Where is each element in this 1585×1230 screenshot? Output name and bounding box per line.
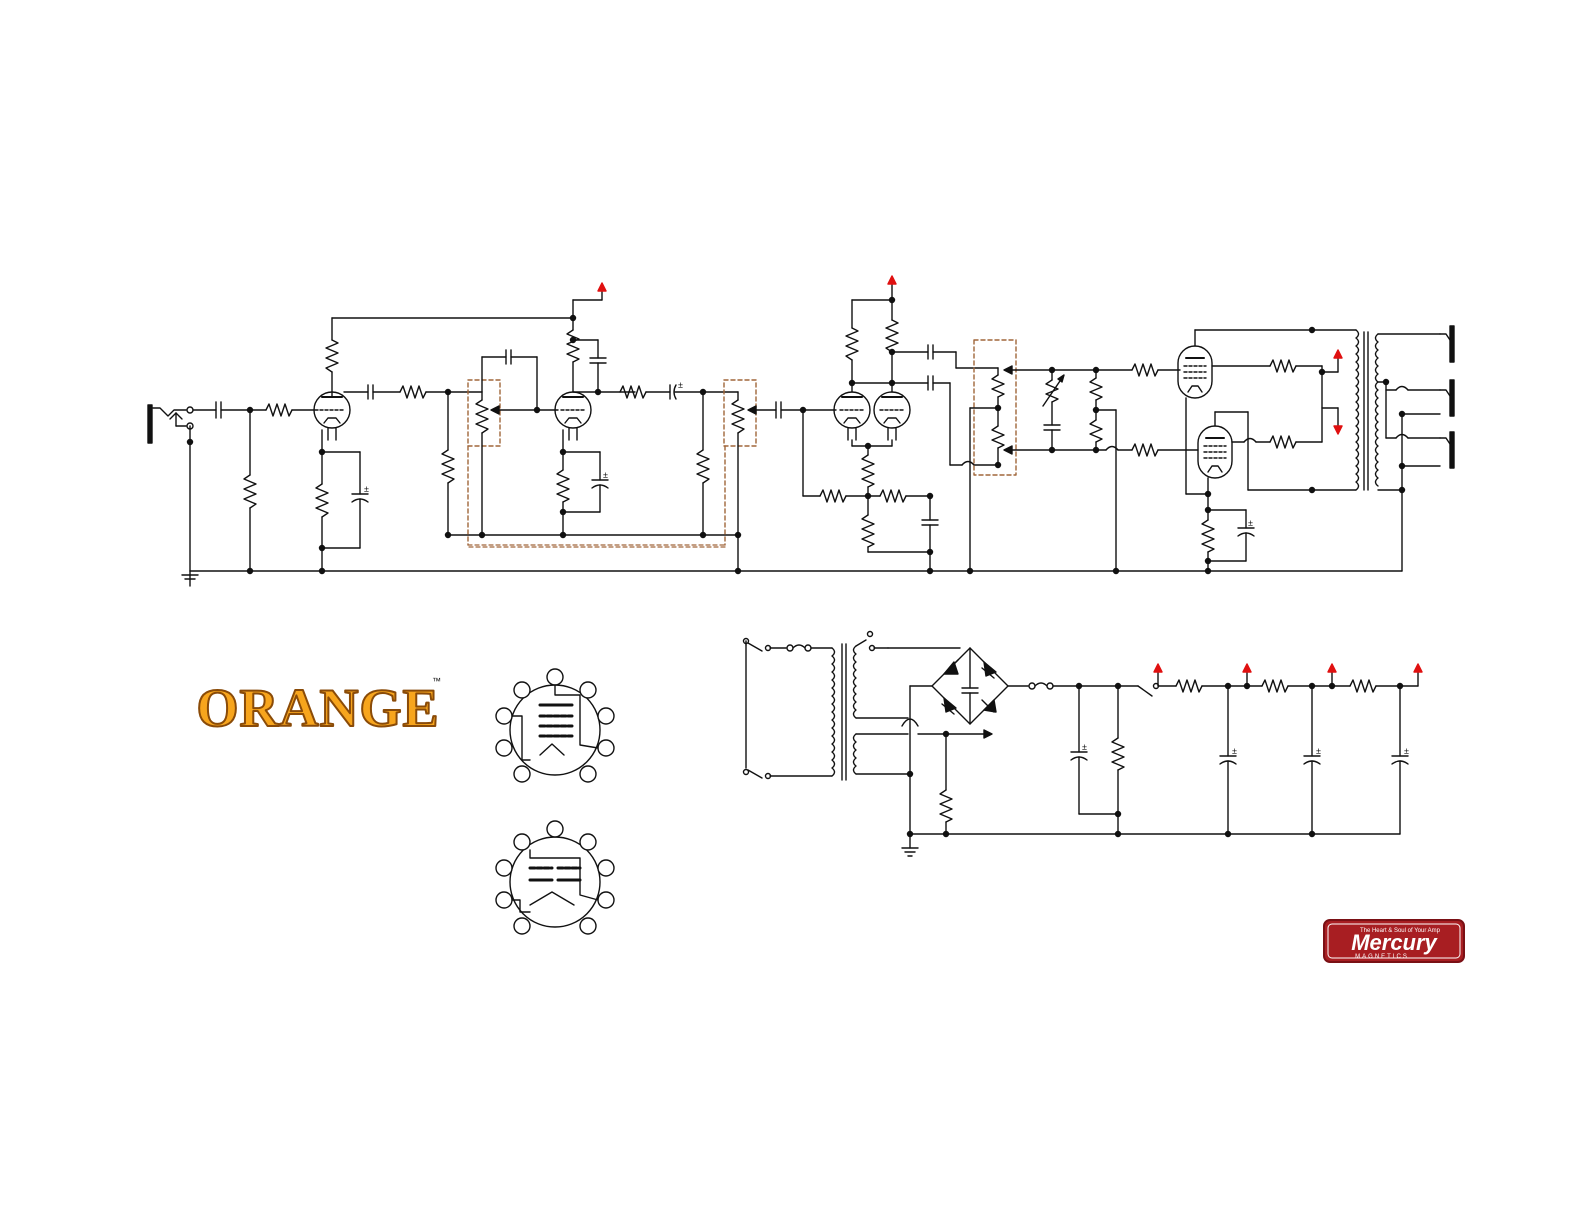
pi-output-capacitors — [852, 345, 998, 465]
diode-icon — [932, 648, 1028, 724]
transformer-icon — [1356, 330, 1440, 493]
orange-logo: ORANGE ™ — [196, 676, 441, 738]
variable-resistor-and-cap — [1043, 368, 1064, 453]
filter-chain — [1176, 664, 1422, 692]
mixer-resistor — [442, 392, 454, 538]
pi-plate-resistors — [846, 276, 898, 392]
svg-text:±: ± — [1232, 746, 1237, 756]
cathode-bypass-capacitor: ± — [563, 452, 608, 512]
input-coupling-capacitor — [193, 402, 250, 418]
svg-text:±: ± — [678, 380, 683, 390]
series-resistor: ± — [620, 380, 738, 399]
plate-resistor — [567, 283, 635, 395]
ground-bus-wire — [190, 490, 1402, 571]
pentode-tube-icon — [1198, 412, 1248, 490]
svg-text:±: ± — [1082, 742, 1087, 752]
fuse-icon — [1029, 683, 1138, 689]
cathode-resistor — [557, 430, 600, 538]
bright-capacitor — [590, 340, 606, 392]
svg-text:±: ± — [603, 470, 608, 480]
triode-tube-icon — [555, 392, 591, 440]
trademark-mark: ™ — [432, 676, 441, 686]
orange-logo-text: ORANGE — [196, 678, 439, 738]
tube-pinout-icon — [496, 821, 614, 934]
bias-feed-resistors — [1090, 364, 1198, 574]
pi-tail-network — [803, 410, 938, 574]
potentiometer-icon — [468, 350, 558, 538]
tube-pinout-icon — [496, 669, 614, 782]
input-jack-icon — [148, 405, 193, 571]
plate-resistor — [326, 316, 576, 393]
reservoir-capacitor-and-bleeder: ± — [1071, 686, 1124, 837]
ground-icon — [902, 834, 918, 856]
grid-leak-resistor — [244, 408, 256, 574]
triode-tube-icon — [314, 392, 350, 440]
tone-local-ground — [448, 446, 741, 574]
mercury-logo-text: Mercury — [1351, 930, 1438, 955]
speaker-jack-icon — [1440, 326, 1454, 468]
svg-text:±: ± — [364, 484, 369, 494]
magnetics-text: MAGNETICS — [1355, 954, 1409, 960]
grid-stopper-resistor — [250, 404, 318, 416]
triode-tube-icon — [874, 392, 910, 440]
mercury-magnetics-logo: The Heart & Soul of Your Amp Mercury MAG… — [1324, 920, 1464, 962]
potentiometer-icon — [724, 380, 836, 535]
switch-icon — [1138, 664, 1176, 696]
ground-icon — [182, 571, 198, 586]
coupling-capacitor — [344, 385, 482, 399]
svg-text:±: ± — [1316, 746, 1321, 756]
mains-switch-and-fuse — [744, 639, 833, 779]
cathode-bypass-capacitor: ± — [322, 452, 369, 548]
triode-tube-icon — [834, 392, 870, 440]
pentode-tube-icon — [1178, 330, 1212, 398]
transformer-icon — [832, 632, 992, 837]
potentiometer-icon — [968, 340, 1097, 574]
load-resistor — [697, 392, 709, 538]
svg-text:±: ± — [1404, 746, 1409, 756]
svg-text:±: ± — [1248, 518, 1253, 528]
